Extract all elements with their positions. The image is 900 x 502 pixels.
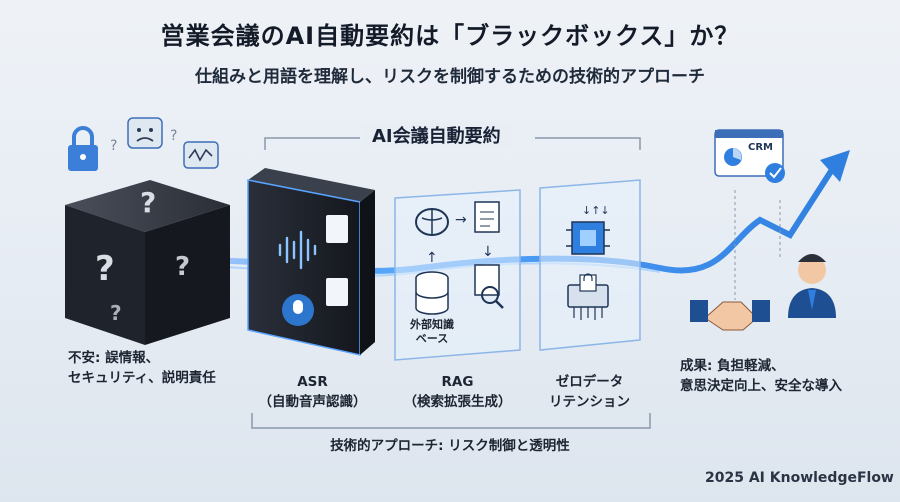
black-box-cube-icon: ? ? ? ? <box>65 180 230 345</box>
step-zero-retention-label: ゼロデータリテンション <box>549 374 630 410</box>
growth-arrowhead <box>820 150 850 182</box>
worried-face-icon <box>127 117 163 149</box>
lock-icon <box>68 126 98 171</box>
zero-retention-panel: ↓↑↓ <box>539 179 641 351</box>
step-asr-label: ASR（自動音声認識） <box>258 374 367 410</box>
rag-panel: → ↓ ↑ <box>394 189 521 361</box>
page-title: 営業会議のAI自動要約は「ブラックボックス」か？ <box>160 22 740 50</box>
approach-label: 技術的アプローチ: リスク制御と透明性 <box>330 438 570 454</box>
results-label: 成果: 負担軽減、意思決定向上、安全な導入 <box>680 358 842 394</box>
brain-icon <box>415 208 449 236</box>
svg-text:?: ? <box>175 252 190 282</box>
svg-text:?: ? <box>170 128 177 144</box>
anxiety-label: 不安: 誤情報、セキュリティ、説明責任 <box>68 350 216 386</box>
footer-credit: 2025 AI KnowledgeFlow <box>705 470 894 486</box>
step-rag-label: RAG（検索拡張生成） <box>403 374 512 410</box>
svg-text:?: ? <box>110 301 122 325</box>
chip-icon <box>566 221 610 255</box>
svg-text:?: ? <box>95 249 115 289</box>
magnifier-document-icon <box>474 264 504 309</box>
page-subtitle: 仕組みと用語を理解し、リスクを制御するための技術的アプローチ <box>195 67 705 87</box>
document-icon <box>474 201 500 233</box>
section-title: AI会議自動要約 <box>362 122 511 148</box>
knowledge-base-label: 外部知識ベース <box>410 318 454 345</box>
asr-device-icon <box>247 168 375 356</box>
database-icon <box>415 271 449 315</box>
chat-bubble-icon <box>183 141 219 169</box>
approach-bracket <box>251 413 651 429</box>
shredder-lock-icon <box>567 273 609 320</box>
svg-text:↓↑↓: ↓↑↓ <box>582 204 610 217</box>
handshake-icon <box>690 300 770 331</box>
crm-dashboard-icon <box>714 129 785 183</box>
svg-text:↓: ↓ <box>482 244 494 260</box>
svg-text:↑: ↑ <box>426 250 438 266</box>
crm-label: CRM <box>748 142 773 153</box>
business-person-icon <box>788 254 836 318</box>
question-mark-icon: ? <box>110 138 117 154</box>
svg-text:→: → <box>455 212 467 228</box>
svg-text:?: ? <box>140 186 156 219</box>
